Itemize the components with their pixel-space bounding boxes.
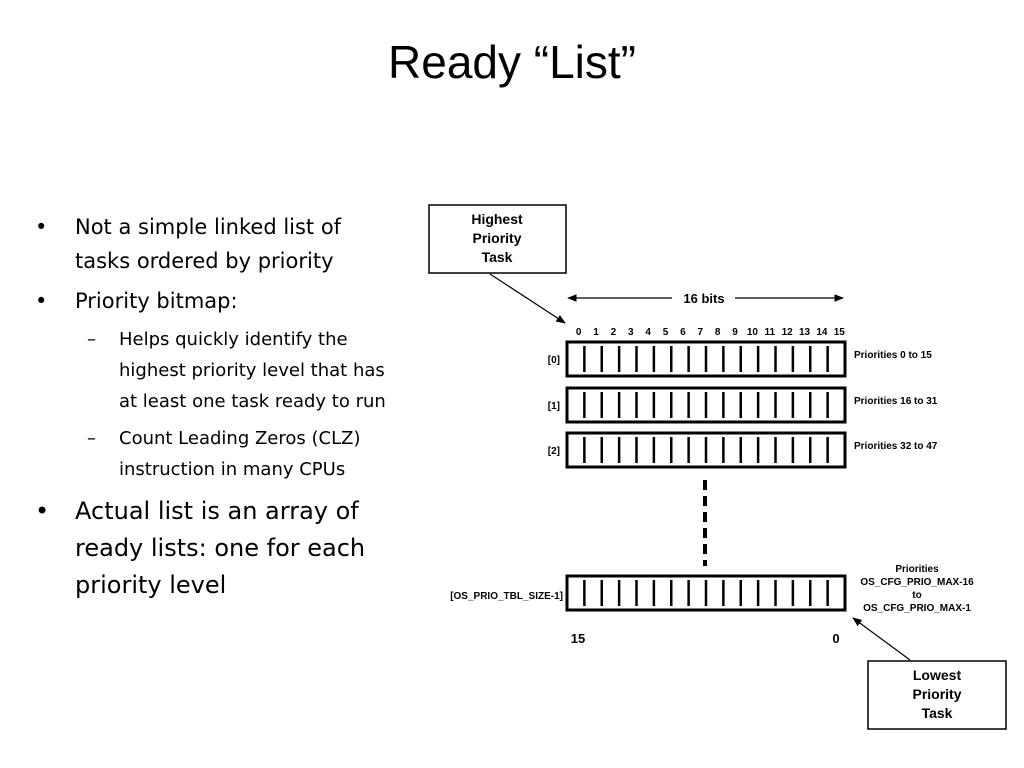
lowest-arrow bbox=[852, 617, 911, 661]
lowest-box-line: Priority bbox=[912, 686, 961, 702]
bit-number: 14 bbox=[816, 327, 828, 338]
row-index: [1] bbox=[548, 401, 560, 412]
sub-bullet-item: – Helps quickly identify the highest pri… bbox=[30, 324, 400, 417]
bit-number: 7 bbox=[698, 327, 704, 338]
bit-number: 13 bbox=[799, 327, 811, 338]
bitmap-rows: [0] Priorities 0 to 15 [1] Priorities 16 to… bbox=[548, 340, 938, 612]
last-row-label-line: Priorities bbox=[895, 564, 939, 575]
bullet-item: • Actual list is an array of ready lists… bbox=[30, 493, 400, 604]
bit-number: 5 bbox=[663, 327, 669, 338]
bullet-text: Priority bitmap: bbox=[75, 289, 238, 313]
bottom-right-label: 0 bbox=[832, 631, 839, 646]
row-index: [2] bbox=[548, 446, 560, 457]
bit-number: 8 bbox=[715, 327, 721, 338]
last-row-index: [OS_PRIO_TBL_SIZE-1] bbox=[450, 591, 563, 602]
sub-bullet-text: Count Leading Zeros (CLZ) instruction in… bbox=[119, 428, 361, 480]
lowest-priority-box bbox=[867, 660, 1007, 730]
bullet-text: Not a simple linked list of tasks ordere… bbox=[75, 215, 342, 273]
bullet-marker: • bbox=[35, 497, 50, 525]
row-index: [0] bbox=[548, 355, 560, 366]
bitmap-row bbox=[565, 386, 847, 424]
bit-number: 1 bbox=[593, 327, 599, 338]
row-label: Priorities 32 to 47 bbox=[854, 441, 938, 452]
bitmap-row-last bbox=[565, 574, 847, 612]
bit-number: 4 bbox=[645, 327, 651, 338]
lowest-box-line: Lowest bbox=[913, 667, 962, 683]
bullet-text: Actual list is an array of ready lists: … bbox=[75, 497, 366, 599]
bit-number: 15 bbox=[834, 327, 846, 338]
bitmap-row bbox=[565, 340, 847, 378]
width-label: 16 bits bbox=[683, 291, 724, 306]
bullet-marker: • bbox=[35, 215, 48, 239]
sub-bullet-marker: – bbox=[87, 329, 96, 350]
bit-number: 12 bbox=[782, 327, 794, 338]
highest-priority-box bbox=[428, 204, 567, 274]
bit-number: 3 bbox=[628, 327, 634, 338]
bit-number: 9 bbox=[732, 327, 738, 338]
bottom-left-label: 15 bbox=[571, 631, 585, 646]
bit-number: 11 bbox=[765, 327, 776, 338]
bit-number: 2 bbox=[611, 327, 617, 338]
last-row-label-line: OS_CFG_PRIO_MAX-16 bbox=[860, 577, 974, 588]
bullet-list: • Not a simple linked list of tasks orde… bbox=[30, 210, 400, 610]
bit-number: 10 bbox=[747, 327, 759, 338]
slide-title: Ready “List” bbox=[388, 36, 636, 88]
sub-bullet-text: Helps quickly identify the highest prior… bbox=[119, 329, 386, 412]
row-label: Priorities 0 to 15 bbox=[854, 350, 932, 361]
lowest-box-line: Task bbox=[922, 705, 953, 721]
sub-bullet-item: – Count Leading Zeros (CLZ) instruction … bbox=[30, 423, 400, 485]
highest-arrow bbox=[489, 273, 566, 324]
highest-box-line: Task bbox=[482, 249, 513, 265]
bullet-marker: • bbox=[35, 289, 48, 313]
sub-bullet-marker: – bbox=[87, 428, 96, 449]
bullet-item: • Not a simple linked list of tasks orde… bbox=[30, 210, 400, 278]
highest-box-line: Priority bbox=[472, 230, 521, 246]
bullet-item: • Priority bitmap: bbox=[30, 284, 400, 318]
row-label: Priorities 16 to 31 bbox=[854, 396, 938, 407]
bit-number: 6 bbox=[680, 327, 686, 338]
highest-box-line: Highest bbox=[471, 211, 523, 227]
bit-number: 0 bbox=[576, 327, 582, 338]
bitmap-row bbox=[565, 431, 847, 469]
last-row-label-line: to bbox=[912, 590, 921, 601]
last-row-label-line: OS_CFG_PRIO_MAX-1 bbox=[863, 603, 971, 614]
